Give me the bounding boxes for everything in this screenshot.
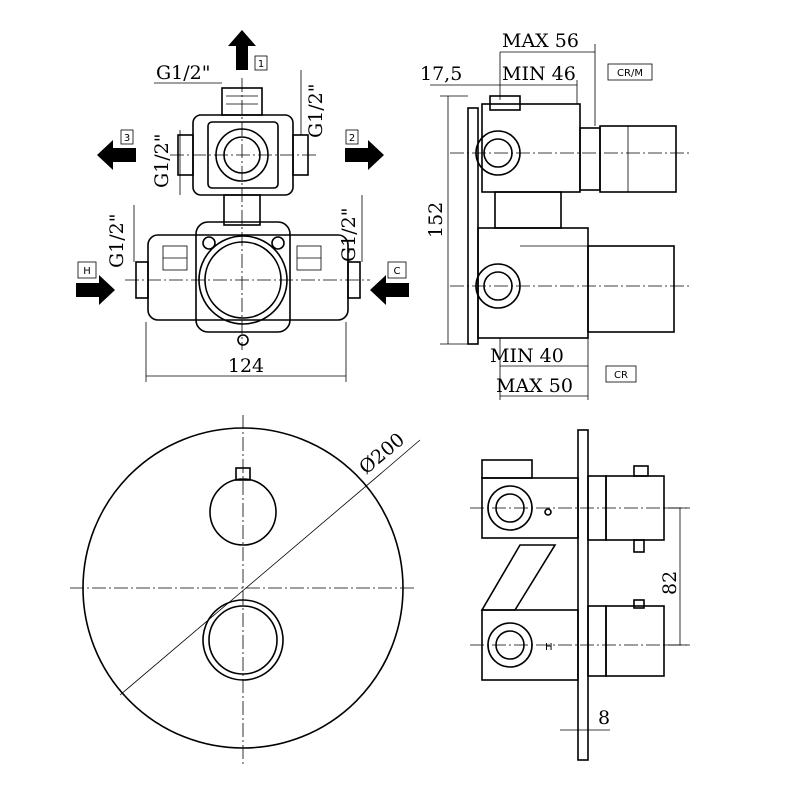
hot-inlet-arrow-icon — [76, 275, 115, 305]
arrow-up-icon — [228, 30, 256, 70]
cold-inlet-arrow-icon — [370, 275, 409, 305]
hot-inlet-tag: H — [83, 266, 91, 277]
side-view-valve-body: MAX 56 MIN 46 17,5 CR/M 152 MIN 40 MAX 5… — [420, 30, 690, 400]
arrow-right-icon — [345, 140, 384, 170]
front-view-valve-body: 124 G1/2" G1/2" G1/2" G1/2" G1/2" 1 2 3 — [76, 30, 409, 382]
outlet-2-tag: 2 — [349, 133, 355, 144]
spacing-dimension: 82 — [659, 571, 681, 595]
max-depth-cr-label: MAX 50 — [496, 375, 573, 397]
cold-inlet-tag: C — [394, 266, 401, 277]
min-depth-cr-label: MIN 40 — [490, 345, 564, 367]
thread-label-outlet-2: G1/2" — [305, 84, 327, 139]
min-depth-label: MIN 46 — [502, 63, 576, 85]
cr-tag: CR — [614, 370, 628, 381]
assembled-side-view: H 82 8 — [470, 429, 690, 761]
outlet-1-tag: 1 — [258, 59, 264, 70]
max-depth-label: MAX 56 — [502, 30, 579, 52]
thread-label-cold-inlet: G1/2" — [338, 208, 360, 263]
h-marking: H — [545, 642, 553, 653]
arrow-left-icon — [97, 140, 136, 170]
thread-label-outlet-1: G1/2" — [156, 62, 211, 84]
thread-label-hot-inlet: G1/2" — [106, 214, 128, 269]
crm-tag: CR/M — [617, 68, 643, 79]
thread-label-outlet-3: G1/2" — [151, 134, 173, 189]
offset-label: 17,5 — [420, 63, 462, 85]
trim-plate-front-view: Ø200 — [70, 415, 421, 765]
plate-thickness-label: 8 — [598, 707, 610, 729]
width-dimension: 124 — [228, 355, 264, 377]
height-dimension: 152 — [425, 202, 447, 238]
outlet-3-tag: 3 — [124, 133, 130, 144]
diameter-label: Ø200 — [355, 429, 409, 479]
